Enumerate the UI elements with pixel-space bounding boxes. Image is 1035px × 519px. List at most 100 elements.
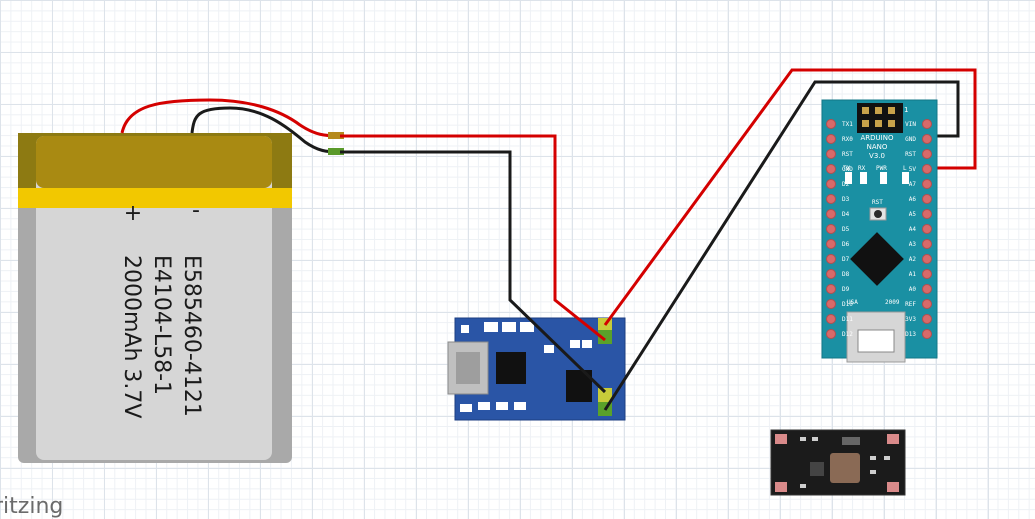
boost-smd-2 [812,437,818,441]
pin-d3[interactable] [826,194,836,204]
pad-4 [544,345,554,353]
pin-label-d3: D3 [842,196,850,203]
pad-1 [484,322,498,332]
pin-gnd[interactable] [826,164,836,174]
pin-a0[interactable] [922,284,932,294]
pin-vin[interactable] [922,119,932,129]
battery-model: E585460-4121 [179,255,204,417]
pad-7 [460,404,472,412]
year-label: 2009 [885,299,900,306]
pin-label-d5: D5 [842,226,850,233]
pin-label-a3: A3 [909,241,917,248]
pin-d5[interactable] [826,224,836,234]
boost-pad-1[interactable] [775,434,787,444]
pin-label-d9: D9 [842,286,850,293]
pin-label-d12: D12 [842,331,853,338]
pad-11 [461,325,469,333]
charger-ic [496,352,526,384]
pin-d7[interactable] [826,254,836,264]
boost-module[interactable] [770,429,906,496]
pin-label-d13: D13 [905,331,916,338]
charger-bat-plus-pad[interactable] [598,330,612,344]
boost-pad-4[interactable] [887,482,899,492]
lipo-battery[interactable]: + - E585460-4121 E4104-L58-1 2000mAh 3.7… [18,133,292,463]
pin-rx0[interactable] [826,134,836,144]
pin-d12[interactable] [826,329,836,339]
battery-label-spec-group: 2000mAh 3.7V [119,255,144,418]
pin-label-d2: D2 [842,181,850,188]
red-lead-connector [328,132,344,139]
battery-red-lead[interactable] [120,98,341,138]
pin-label-d7: D7 [842,256,850,263]
pad-2 [502,322,516,332]
pin-tx1[interactable] [826,119,836,129]
charger-bat-minus-pad[interactable] [598,388,612,402]
pin-gnd[interactable] [922,134,932,144]
pin-ref[interactable] [922,299,932,309]
battery-black-lead[interactable] [190,106,341,154]
pin-rst[interactable] [922,149,932,159]
pin-one-marker: 1 [904,106,908,114]
pin-d4[interactable] [826,209,836,219]
boost-smd-3 [870,456,876,460]
wire-out-minus-to-gnd[interactable] [603,80,960,411]
pin-label-d10: D10 [842,301,853,308]
pin-label-gnd: GND [842,166,853,173]
pin-d6[interactable] [826,239,836,249]
pin-label-3v3: 3V3 [905,316,916,323]
pin-a1[interactable] [922,269,932,279]
pin-label-5v: 5V [909,166,917,173]
pin-label-rst: RST [905,151,916,158]
pin-a5[interactable] [922,209,932,219]
mini-usb-opening [857,329,895,353]
pin-label-tx1: TX1 [842,121,853,128]
boost-pad-3[interactable] [887,434,899,444]
battery-body [36,136,272,460]
battery-code: E4104-L58-1 [149,255,174,395]
pad-8 [478,402,490,410]
pin-d2[interactable] [826,179,836,189]
pin-d11[interactable] [826,314,836,324]
pin-label-ref: REF [905,301,916,308]
pin-5v[interactable] [922,164,932,174]
board-title-2: NANO [867,143,888,151]
boost-inductor [830,453,860,483]
wire-bat-plus-to-charger[interactable] [340,134,606,342]
pin-a7[interactable] [922,179,932,189]
pin-label-d4: D4 [842,211,850,218]
wire-out-plus-to-5v[interactable] [603,68,977,326]
arduino-nano[interactable]: 1 ARDUINO NANO V3.0 TX RX PWR L RST USA … [821,99,938,363]
board-title-3: V3.0 [869,152,885,160]
pin-a2[interactable] [922,254,932,264]
boost-smd-1 [800,437,806,441]
pin-d13[interactable] [922,329,932,339]
pin-d8[interactable] [826,269,836,279]
pin-label-vin: VIN [905,121,916,128]
boost-ic [810,462,824,476]
pin-a4[interactable] [922,224,932,234]
wire-bat-minus-to-charger[interactable] [340,150,607,394]
pin-label-gnd: GND [905,136,916,143]
pin-d10[interactable] [826,299,836,309]
battery-top-band [36,136,272,188]
pin-3v3[interactable] [922,314,932,324]
pin-d9[interactable] [826,284,836,294]
pin-label-d8: D8 [842,271,850,278]
fritzing-watermark: ritzing [0,494,64,519]
battery-minus-label: - [192,198,200,223]
pin-a3[interactable] [922,239,932,249]
reset-label: RST [872,199,883,206]
pad-5 [570,340,580,348]
boost-smd-6 [800,484,806,488]
boost-pad-2[interactable] [775,482,787,492]
battery-label-model-group: E585460-4121 [179,255,204,417]
l-led [902,172,909,184]
pin-label-a2: A2 [909,256,917,263]
reset-button-cap [874,210,882,218]
pin-a6[interactable] [922,194,932,204]
pin-label-d6: D6 [842,241,850,248]
pin-rst[interactable] [826,149,836,159]
battery-label-code-group: E4104-L58-1 [149,255,174,395]
